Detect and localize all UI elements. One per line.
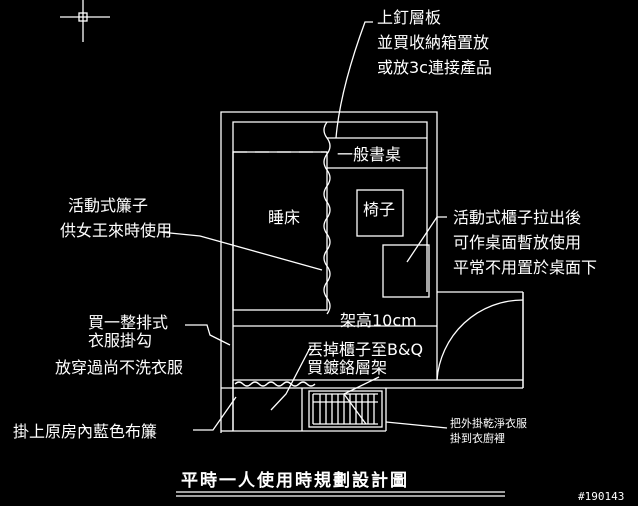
door-swing xyxy=(436,292,524,381)
crosshair-cursor-icon xyxy=(60,0,110,42)
hook-note-line2: 衣服掛勾 xyxy=(88,331,152,350)
hook-note-line1: 買一整排式 xyxy=(88,313,168,332)
shelf-note-line2: 並買收納箱置放 xyxy=(377,33,489,52)
desk-label: 一般書桌 xyxy=(337,145,401,164)
cabinet-note-line2: 可作桌面暫放使用 xyxy=(453,233,581,252)
curtain-note-line2: 供女王來時使用 xyxy=(60,221,172,240)
curtain-note-line1: 活動式簾子 xyxy=(68,196,148,215)
hanger-note-line2: 掛到衣廚裡 xyxy=(450,431,505,445)
diagram-title: 平時一人使用時規劃設計圖 xyxy=(181,470,409,491)
curtain-cloth-note: 掛上原房內藍色布簾 xyxy=(13,422,157,441)
image-tag: #190143 xyxy=(578,490,624,503)
rack-height-label: 架高10cm xyxy=(340,311,417,330)
hook-note-line3: 放穿過尚不洗衣服 xyxy=(55,358,183,377)
chrome-shelf-rack xyxy=(308,390,383,428)
closet-hanging-line xyxy=(234,381,316,387)
shelf-note-line1: 上釘層板 xyxy=(377,8,441,27)
cabinet-box xyxy=(382,244,430,298)
bed-label: 睡床 xyxy=(268,208,300,227)
bed-outline xyxy=(232,151,328,311)
hanger-note-line1: 把外掛乾淨衣服 xyxy=(450,416,527,430)
chair-label: 椅子 xyxy=(363,200,395,219)
cabinet-note-line1: 活動式櫃子拉出後 xyxy=(453,208,581,227)
shelf-note-line3: 或放3c連接產品 xyxy=(377,58,492,77)
remove-cabinet-note-line1: 丟掉櫃子至B&Q xyxy=(307,340,423,359)
leader-lines xyxy=(159,21,448,431)
cabinet-note-line3: 平常不用置於桌面下 xyxy=(453,258,597,277)
chair-box xyxy=(356,189,404,237)
curtain-wavy-line xyxy=(323,121,331,315)
remove-cabinet-note-line2: 買鍍鉻層架 xyxy=(307,358,387,377)
